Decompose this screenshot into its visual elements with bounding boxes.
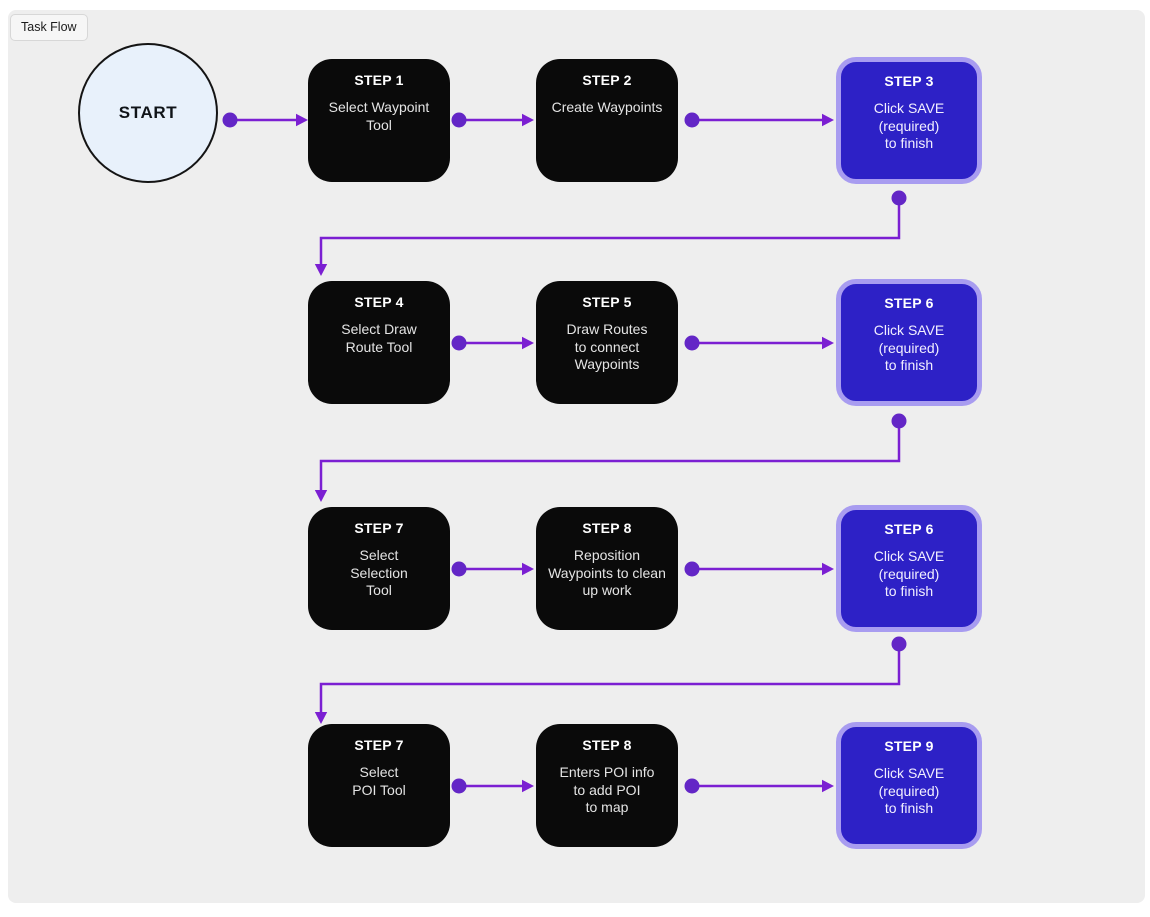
flow-canvas: Task Flow START STEP 1 Select Waypoint T… [8, 10, 1145, 903]
step-body: Create Waypoints [551, 99, 663, 115]
arrow-dots [222, 112, 907, 794]
step-title: STEP 3 [884, 73, 934, 89]
step-body: Select Selection Tool [350, 547, 408, 598]
step-title: STEP 4 [354, 294, 404, 310]
step-body: Select POI Tool [352, 764, 406, 798]
arrow-lines [230, 118, 901, 788]
step-body: Click SAVE (required) to finish [873, 765, 945, 816]
step-title: STEP 9 [884, 738, 934, 754]
start-node[interactable]: START [78, 43, 218, 183]
save-node-2[interactable]: STEP 6 Click SAVE (required) to finish [836, 279, 982, 406]
arrowheads [296, 113, 834, 793]
step-title: STEP 6 [884, 521, 934, 537]
start-label: START [118, 103, 178, 122]
step-node-poi[interactable]: STEP 7 Select POI Tool [308, 724, 450, 847]
step-body: Click SAVE (required) to finish [873, 100, 945, 151]
step-body: Click SAVE (required) to finish [873, 322, 945, 373]
step-body: Select Draw Route Tool [341, 321, 417, 355]
step-title: STEP 5 [582, 294, 632, 310]
step-node-7[interactable]: STEP 7 Select Selection Tool [308, 507, 450, 630]
section-label[interactable]: Task Flow [10, 14, 88, 41]
step-body: Click SAVE (required) to finish [873, 548, 945, 599]
step-title: STEP 2 [582, 72, 632, 88]
step-body: Reposition Waypoints to clean up work [548, 547, 666, 598]
step-title: STEP 7 [354, 520, 404, 536]
step-title: STEP 8 [582, 520, 632, 536]
step-node-1[interactable]: STEP 1 Select Waypoint Tool [308, 59, 450, 182]
step-body: Draw Routes to connect Waypoints [566, 321, 648, 372]
connector-arrows [222, 112, 907, 794]
step-node-5[interactable]: STEP 5 Draw Routes to connect Waypoints [536, 281, 678, 404]
step-title: STEP 8 [582, 737, 632, 753]
step-body: Select Waypoint Tool [328, 99, 430, 133]
step-title: STEP 6 [884, 295, 934, 311]
save-node-4[interactable]: STEP 9 Click SAVE (required) to finish [836, 722, 982, 849]
step-title: STEP 1 [354, 72, 404, 88]
step-body: Enters POI info to add POI to map [559, 764, 655, 815]
step-node-8[interactable]: STEP 8 Reposition Waypoints to clean up … [536, 507, 678, 630]
step-title: STEP 7 [354, 737, 404, 753]
step-node-2[interactable]: STEP 2 Create Waypoints [536, 59, 678, 182]
step-node-poi-info[interactable]: STEP 8 Enters POI info to add POI to map [536, 724, 678, 847]
step-node-4[interactable]: STEP 4 Select Draw Route Tool [308, 281, 450, 404]
save-node-1[interactable]: STEP 3 Click SAVE (required) to finish [836, 57, 982, 184]
save-node-3[interactable]: STEP 6 Click SAVE (required) to finish [836, 505, 982, 632]
